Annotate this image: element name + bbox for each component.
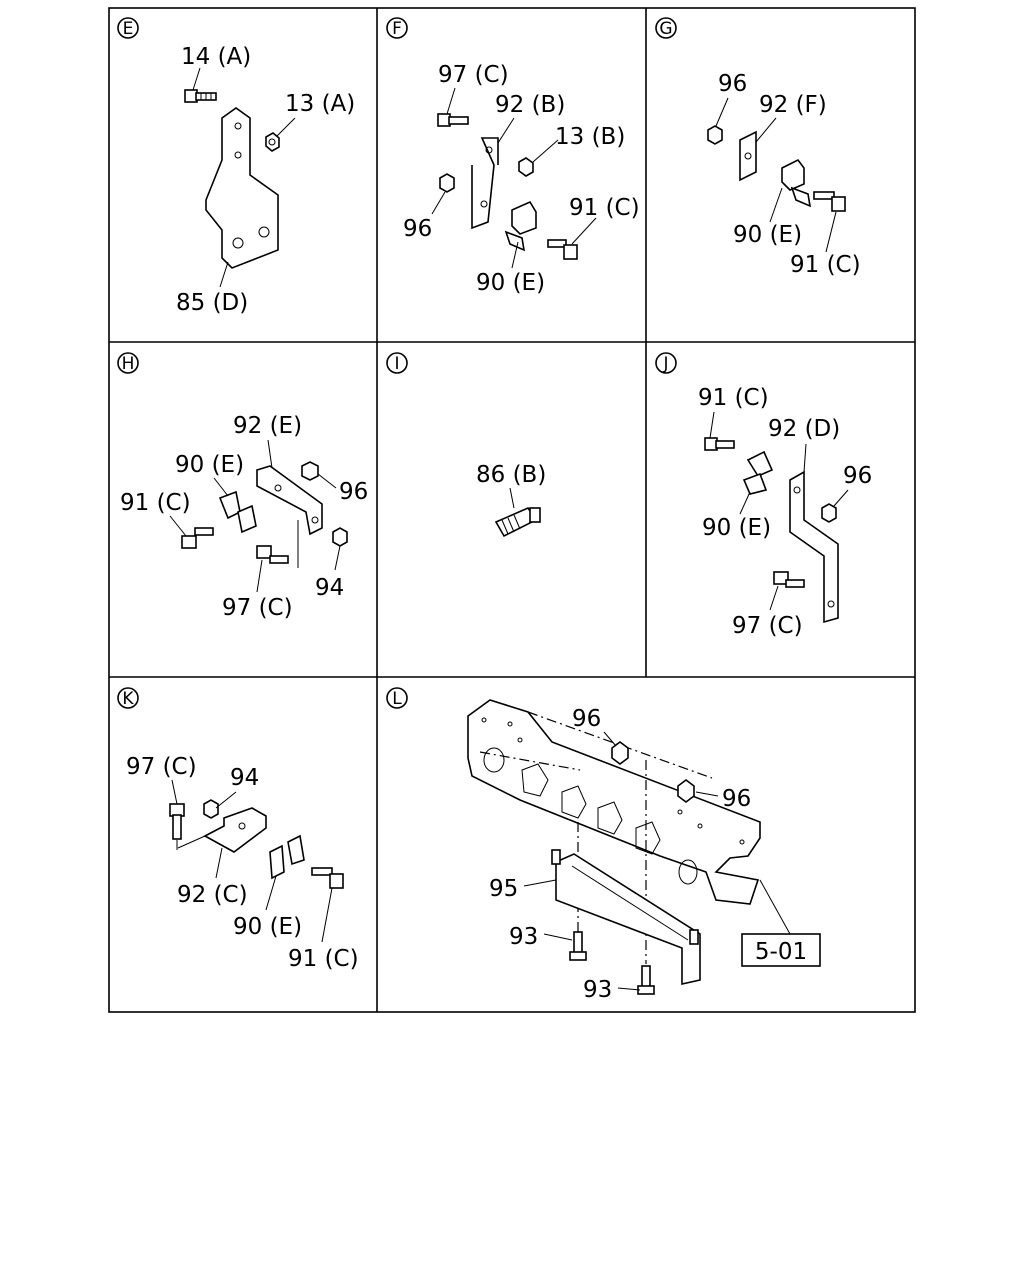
bracket-icon (205, 107, 279, 269)
reference-label: 5-01 (755, 939, 807, 965)
nut-icon (301, 461, 319, 481)
part-label: 13 (A) (285, 91, 355, 117)
part-label: 96 (403, 216, 432, 242)
panel-i: I 86 (B) (386, 352, 546, 538)
bolt-icon (569, 931, 587, 961)
part-label: 90 (E) (476, 270, 545, 296)
panel-i-letter: I (394, 354, 399, 374)
part-label: 85 (D) (176, 290, 248, 316)
plate-icon (471, 137, 499, 230)
part-label: 97 (C) (438, 62, 509, 88)
bolt-icon (773, 571, 805, 588)
bracket-icon (177, 807, 267, 853)
part-label: 14 (A) (181, 44, 251, 70)
part-label: 90 (E) (233, 914, 302, 940)
panel-k: K 97 (C) 94 92 (C) 90 (E) 91 (C) (117, 687, 359, 972)
part-label: 96 (722, 786, 751, 812)
part-label: 97 (C) (732, 613, 803, 639)
panel-j: J 91 (C) 92 (D) 96 90 (E) 97 (C) (655, 352, 872, 639)
nut-icon (821, 503, 837, 523)
bolt-icon (184, 89, 217, 103)
part-label: 92 (E) (233, 413, 302, 439)
part-label: 91 (C) (569, 195, 640, 221)
clip-icon (781, 158, 812, 208)
panel-h-letter: H (122, 354, 135, 374)
panel-l-letter: L (392, 689, 402, 709)
part-label: 92 (B) (495, 92, 565, 118)
part-label: 91 (C) (790, 252, 861, 278)
nut-icon (439, 173, 455, 193)
part-label: 93 (583, 977, 612, 1003)
clip-icon (269, 834, 305, 880)
part-label: 96 (339, 479, 368, 505)
part-label: 92 (C) (177, 882, 248, 908)
part-label: 96 (843, 463, 872, 489)
panel-grid (108, 7, 916, 1013)
panel-k-letter: K (122, 689, 134, 709)
part-label: 96 (572, 706, 601, 732)
nut-icon (332, 527, 348, 547)
part-label: 91 (C) (120, 490, 191, 516)
part-label: 90 (E) (702, 515, 771, 541)
panel-g-letter: G (659, 19, 672, 39)
part-label: 90 (E) (733, 222, 802, 248)
panel-h: H 92 (E) 90 (E) 96 91 (C) 94 97 (C) (117, 352, 368, 621)
panel-f: F 97 (C) 92 (B) 13 (B) 96 91 (C) 90 (E) (386, 17, 640, 296)
clip-icon (504, 200, 537, 252)
bolt-icon (637, 965, 655, 995)
nut-icon (203, 799, 219, 819)
panel-e: E 14 (A) 13 (A) 85 (D) (117, 17, 355, 316)
bolt-icon (256, 545, 289, 564)
panel-g: G 96 92 (F) 90 (E) 91 (C) (655, 17, 861, 278)
nut-icon (677, 779, 695, 803)
panel-e-marker (117, 17, 139, 39)
bolt-icon (547, 239, 578, 260)
part-label: 96 (718, 71, 747, 97)
part-label: 94 (315, 575, 344, 601)
fitting-icon (494, 506, 541, 538)
part-label: 91 (C) (698, 385, 769, 411)
part-label: 97 (C) (126, 754, 197, 780)
clip-icon (742, 450, 774, 495)
part-label: 13 (B) (555, 124, 625, 150)
bracket-icon (789, 470, 839, 624)
part-label: 97 (C) (222, 595, 293, 621)
panel-j-letter: J (662, 354, 668, 374)
nut-icon (518, 157, 534, 177)
nut-icon (265, 132, 280, 152)
part-label: 92 (F) (759, 92, 827, 118)
part-label: 95 (489, 876, 518, 902)
bolt-icon (704, 437, 735, 451)
panel-l: L 96 96 95 93 93 (386, 687, 821, 1003)
reference-box (741, 933, 821, 967)
part-label: 93 (509, 924, 538, 950)
part-label: 86 (B) (476, 462, 546, 488)
nut-icon (707, 125, 723, 145)
panel-f-letter: F (392, 19, 402, 39)
part-label: 91 (C) (288, 946, 359, 972)
part-label: 90 (E) (175, 452, 244, 478)
bolt-icon (181, 527, 214, 549)
bolt-icon (311, 867, 344, 889)
part-label: 94 (230, 765, 259, 791)
bolt-icon (169, 803, 185, 850)
bracket-icon (256, 465, 323, 568)
bolt-icon (813, 191, 846, 212)
crossmember-icon (467, 699, 761, 905)
nut-icon (611, 741, 629, 765)
clip-icon (218, 490, 257, 534)
bolt-icon (437, 113, 469, 127)
part-label: 92 (D) (768, 416, 840, 442)
reinforcement-icon (551, 849, 701, 985)
plate-icon (739, 130, 757, 182)
panel-e-letter: E (123, 19, 134, 39)
